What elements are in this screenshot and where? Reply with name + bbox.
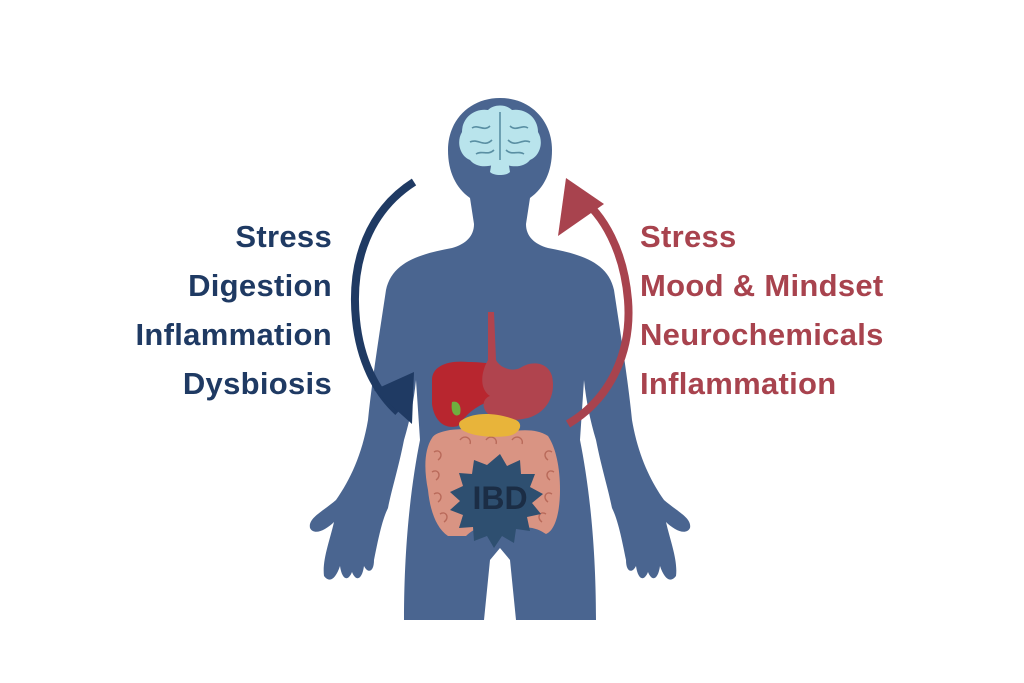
left-list-item: Stress (235, 219, 332, 254)
brain-icon (459, 105, 541, 175)
left-list-item: Inflammation (135, 317, 332, 352)
right-list-item: Stress (640, 219, 737, 254)
right-list-item: Neurochemicals (640, 317, 884, 352)
left-list-item: Digestion (188, 268, 332, 303)
curved-arrow-up-icon (558, 178, 633, 428)
curved-arrow-down-icon (351, 178, 417, 424)
right-list-item: Mood & Mindset (640, 268, 884, 303)
ibd-starburst (450, 454, 543, 548)
ibd-label: IBD (472, 480, 528, 516)
left-list-item: Dysbiosis (182, 366, 332, 401)
left-factor-list: Stress Digestion Inflammation Dysbiosis (135, 212, 332, 408)
human-body-silhouette (309, 98, 691, 620)
right-factor-list: Stress Mood & Mindset Neurochemicals Inf… (640, 212, 884, 408)
right-list-item: Inflammation (640, 366, 837, 401)
